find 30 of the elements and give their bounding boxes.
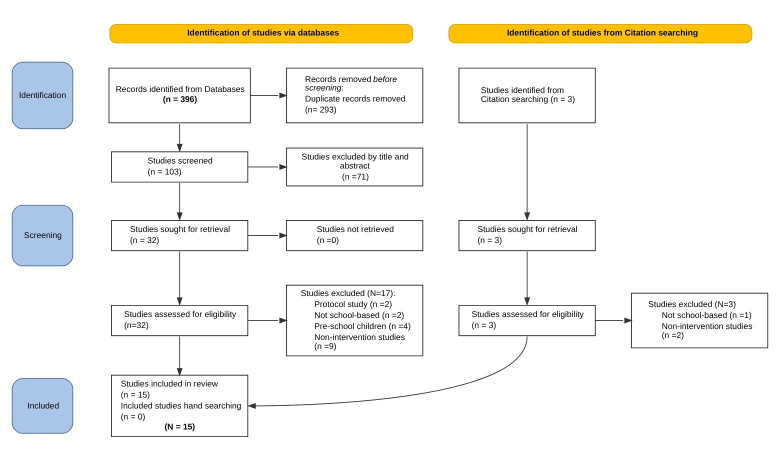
node-box: Studies excluded (N=17): Protocol study (n =2) Not school-based (n =2) Pre-school children (n =4) Non-intervention studies (n =9) — [286, 284, 424, 356]
node-box: Screening — [12, 204, 74, 266]
arrow — [176, 124, 183, 152]
node-box: Studies not retrieved (n =0) — [286, 220, 424, 252]
arrow — [250, 92, 288, 98]
arrow — [247, 232, 288, 238]
arrow — [247, 164, 288, 170]
node-box: Studies sought for retrieval (n = 32) — [111, 220, 248, 252]
arrow — [176, 182, 183, 221]
arrow — [594, 318, 633, 324]
arrow — [176, 336, 183, 376]
node-box: Records identified from Databases (n = 396) — [108, 68, 251, 124]
node-box: Studies sought for retrieval (n = 3) — [458, 220, 596, 252]
node-box: Records removed before screening: Duplicate records removed (n= 293) — [286, 68, 424, 124]
node-box: Identification of studies from Citation searching — [448, 24, 752, 44]
arrow — [247, 318, 288, 324]
arrow — [247, 336, 528, 409]
arrow — [524, 251, 530, 306]
node-box: Studies assessed for eligibility (n = 3) — [458, 304, 596, 336]
node-box: Studies screened (n = 103) — [111, 151, 248, 183]
arrow — [524, 124, 530, 221]
node-box: Included — [12, 378, 74, 434]
node-box: Studies included in review (n = 15) Included studies hand searching (n = 0) (N = 15) — [111, 374, 248, 438]
node-box: Studies identified from Citation searching (n = 3) — [458, 68, 596, 124]
arrow — [176, 251, 183, 306]
node-box: Studies excluded (N=3) Not school-based (n =1) Non-intervention studies (n =2) — [631, 292, 768, 348]
node-box: Studies excluded by title and abstract (n =71) — [286, 148, 424, 186]
node-box: Identification of studies via databases — [109, 24, 414, 44]
node-box: Studies assessed for eligibility (n=32) — [111, 304, 248, 336]
node-box: Identification — [12, 62, 74, 130]
